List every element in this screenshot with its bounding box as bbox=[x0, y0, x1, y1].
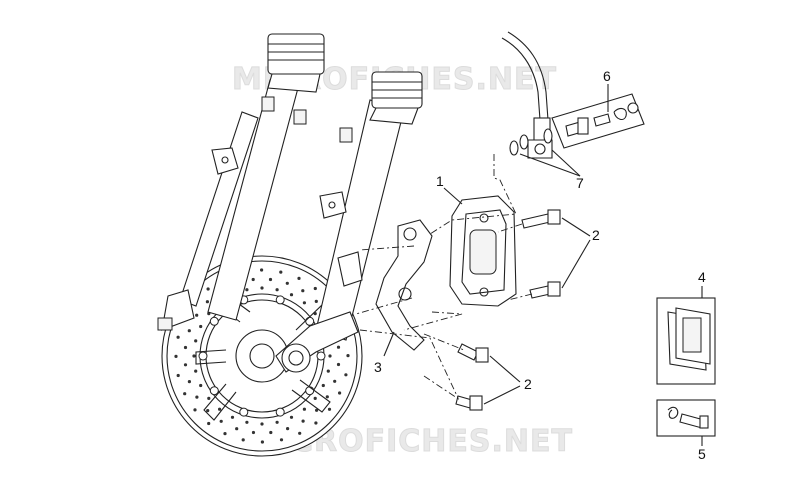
assembly-lines bbox=[355, 154, 533, 401]
brake-pad-kit[interactable] bbox=[656, 297, 716, 385]
callout-1-caliper: 1 bbox=[436, 173, 444, 189]
disc-carrier bbox=[195, 289, 331, 421]
caliper-bolt-lower[interactable] bbox=[529, 281, 561, 299]
callout-6-bleed-kit: 6 bbox=[603, 68, 611, 84]
fork-leg-left[interactable] bbox=[157, 33, 325, 331]
sealing-washers[interactable] bbox=[509, 128, 553, 156]
bleed-valve-kit[interactable] bbox=[551, 93, 645, 149]
callout-2-caliper-bolts: 2 bbox=[592, 227, 600, 243]
bracket-bolt-lower[interactable] bbox=[455, 395, 483, 411]
callout-5-pin-kit: 5 bbox=[698, 446, 706, 462]
callout-3-bracket: 3 bbox=[374, 359, 382, 375]
caliper-bracket[interactable] bbox=[375, 219, 433, 351]
callout-7-washers: 7 bbox=[576, 175, 584, 191]
caliper-bolt-upper[interactable] bbox=[521, 209, 561, 229]
pad-pin-kit[interactable] bbox=[656, 399, 716, 437]
bracket-bolt-upper[interactable] bbox=[457, 343, 489, 363]
fork-leg-right[interactable] bbox=[275, 71, 423, 373]
disc-rivets bbox=[198, 295, 326, 417]
callout-4-pad-kit: 4 bbox=[698, 269, 706, 285]
leader-lines bbox=[383, 84, 703, 446]
brake-caliper[interactable] bbox=[449, 195, 517, 307]
callout-2-bracket-bolts: 2 bbox=[524, 376, 532, 392]
